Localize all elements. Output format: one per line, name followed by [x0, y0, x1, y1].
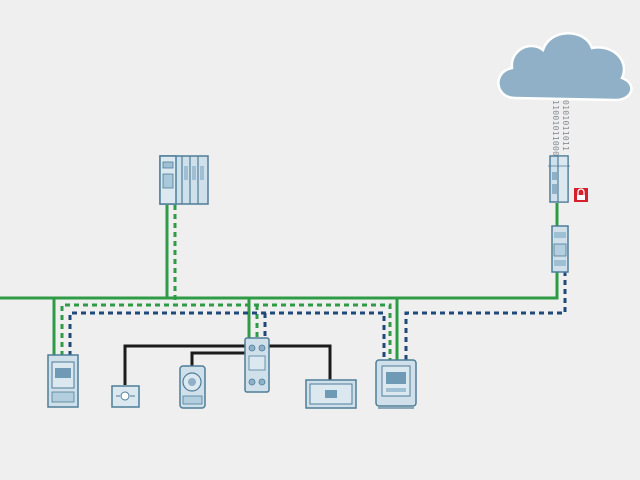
display-icon [111, 385, 140, 408]
dashed-green-branch [60, 303, 392, 360]
padlock-icon [574, 188, 588, 202]
dashed-blue-uplink [404, 270, 567, 360]
black-wire-2 [190, 351, 248, 368]
power-meter-icon [47, 354, 79, 408]
cloud-icon [497, 32, 633, 102]
binary-text-2: 0101011011 [561, 100, 570, 151]
gateway-icon [548, 155, 570, 203]
network-lines [0, 203, 567, 385]
plc-rack-icon [159, 155, 209, 205]
black-wire-1 [123, 344, 332, 385]
sensor-icon [305, 379, 357, 409]
io-module-icon [244, 337, 270, 393]
binary-stream: 11001011000 0101011011 [551, 100, 570, 156]
ethernet-bus-line [0, 270, 559, 300]
switch-icon [551, 225, 569, 273]
binary-text-1: 11001011000 [551, 100, 560, 156]
dial-meter-icon [179, 365, 206, 409]
analyzer-icon [375, 359, 417, 409]
dashed-blue-main [68, 311, 386, 360]
